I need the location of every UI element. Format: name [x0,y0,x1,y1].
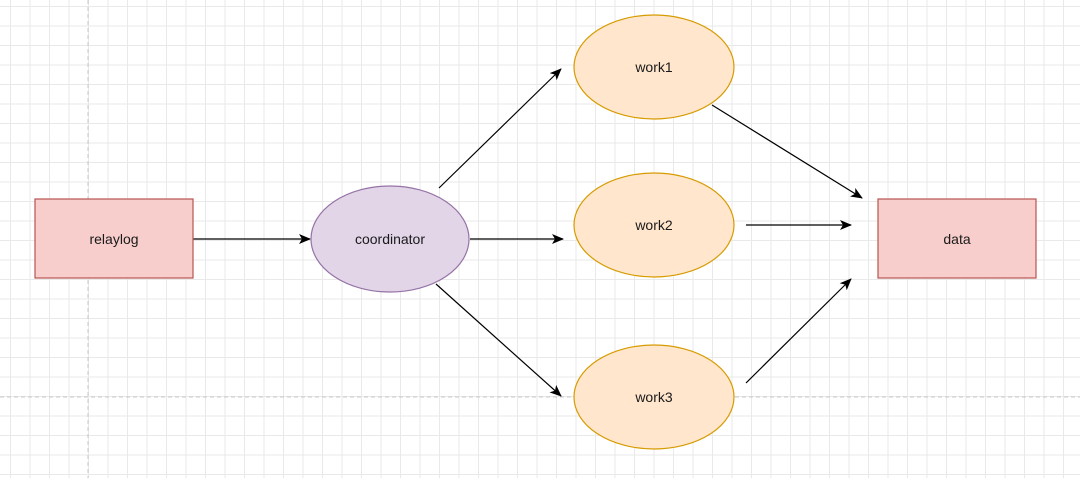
work3-shape[interactable] [573,344,735,450]
node-data[interactable]: data [877,198,1037,279]
work1-label: work1 [634,59,673,75]
coordinator-label: coordinator [355,231,425,247]
edge-coordinator-work1[interactable] [438,68,562,189]
data-shape[interactable] [877,198,1037,279]
node-work3[interactable]: work3 [573,344,735,450]
node-work1[interactable]: work1 [573,14,735,120]
node-work2[interactable]: work2 [573,172,735,278]
work2-shape[interactable] [573,172,735,278]
data-label: data [943,231,970,247]
node-coordinator[interactable]: coordinator [310,185,470,293]
work3-label: work3 [634,389,673,405]
work1-shape[interactable] [573,14,735,120]
edge-work3-data[interactable] [745,278,852,384]
edge-work1-data[interactable] [711,104,863,199]
node-relaylog[interactable]: relaylog [34,198,194,279]
coordinator-shape[interactable] [310,185,470,293]
relaylog-label: relaylog [89,231,138,247]
work2-label: work2 [634,217,673,233]
edge-coordinator-work3[interactable] [435,283,562,397]
relaylog-shape[interactable] [34,198,194,279]
